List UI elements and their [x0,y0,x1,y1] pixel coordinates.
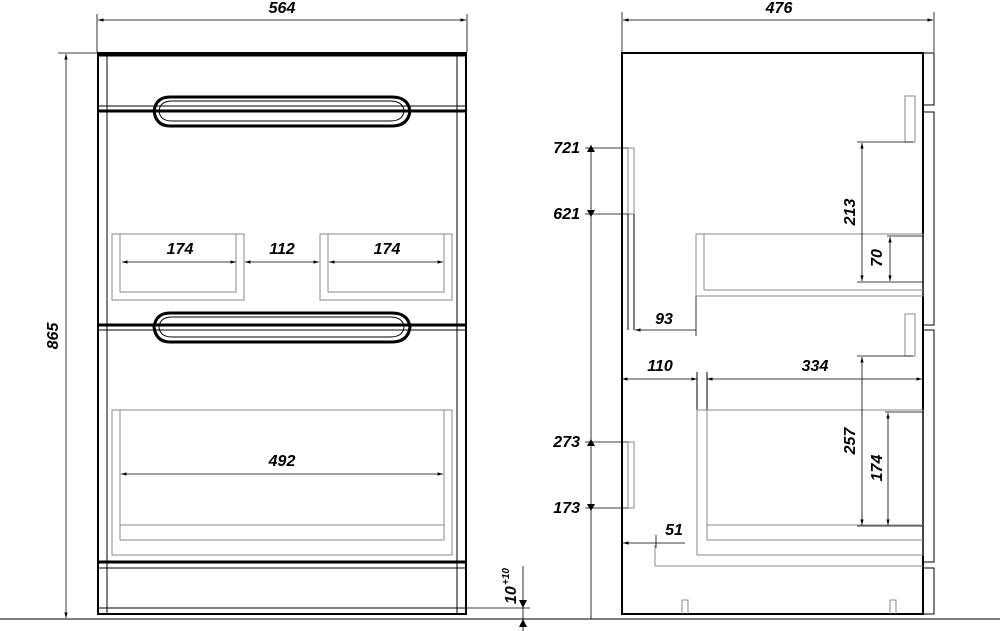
plinth-height-label: 10 [503,586,520,604]
front-height-label: 865 [45,322,62,350]
front-inner-width-label: 492 [268,453,296,470]
side-offset-93-label: 93 [655,311,673,328]
lower-drawer-compartment [111,409,453,556]
side-offset-51-label: 51 [665,522,683,539]
cabinet-front-outline [97,52,467,615]
level-273-label: 273 [552,434,580,451]
lower-drawer-handle [152,311,412,344]
upper-drawer-height-label: 213 [842,199,859,227]
upper-drawer-inner-label: 70 [869,249,886,267]
lower-drawer-height-label: 257 [842,427,859,456]
front-compartment-middle-label: 112 [269,241,295,258]
front-compartment-right-label: 174 [374,241,401,258]
front-compartment-left-label: 174 [167,241,194,258]
level-621-label: 621 [553,206,580,223]
front-width-label: 564 [269,0,296,17]
plinth-tolerance-label: +10 [501,568,512,585]
level-721-label: 721 [553,140,580,157]
side-upper-drawer-box [695,95,924,297]
level-173-label: 173 [553,500,580,517]
lower-drawer-inner-label: 174 [869,455,886,482]
cabinet-side-outline [621,52,924,615]
front-view: 564 865 174 112 174 [45,0,530,631]
side-lower-drawer-box [654,313,924,567]
side-view: 476 721 621 273 173 93 [552,0,935,619]
upper-drawer-handle [152,95,412,128]
upper-drawer-compartments [111,233,453,301]
side-depth-label: 476 [765,0,793,17]
side-offset-110-label: 110 [647,358,673,375]
side-drawer-depth-label: 334 [802,358,829,375]
